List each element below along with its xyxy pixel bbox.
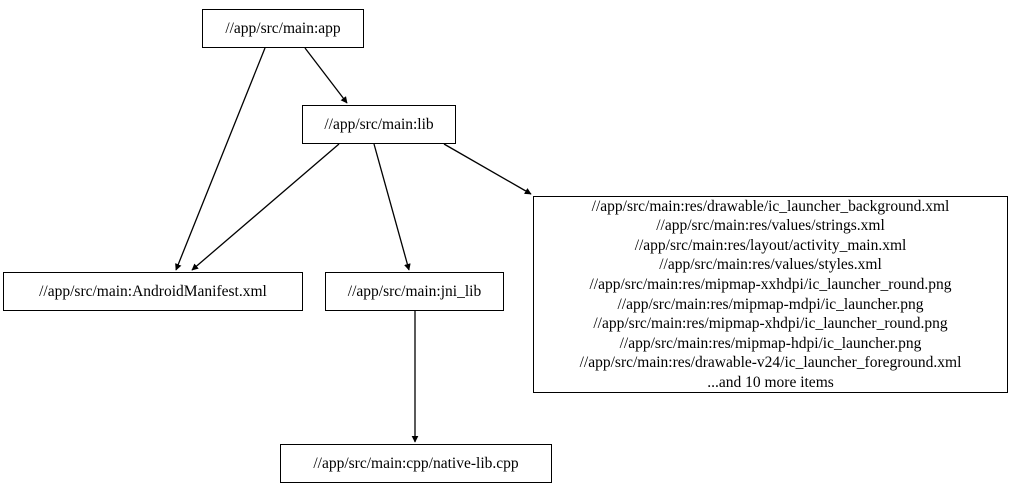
- graph-node-native-lib[interactable]: //app/src/main:cpp/native-lib.cpp: [280, 444, 552, 483]
- graph-edge-app-to-android_manifest: [175, 47, 266, 271]
- graph-edge-app-to-lib: [304, 47, 348, 104]
- graph-node-android-manifest-label: //app/src/main:AndroidManifest.xml: [39, 282, 267, 300]
- graph-edges: [175, 47, 532, 443]
- graph-node-android-manifest[interactable]: //app/src/main:AndroidManifest.xml: [3, 272, 303, 311]
- graph-edge-lib-to-jni_lib: [373, 143, 411, 271]
- graph-node-jni-lib-label: //app/src/main:jni_lib: [347, 282, 482, 300]
- graph-node-lib-label: //app/src/main:lib: [324, 115, 434, 133]
- graph-node-app-label: //app/src/main:app: [225, 19, 341, 37]
- graph-node-app[interactable]: //app/src/main:app: [202, 9, 364, 48]
- graph-node-lib[interactable]: //app/src/main:lib: [302, 105, 456, 144]
- graph-edge-lib-to-res_group: [443, 143, 532, 195]
- graph-edge-lib-to-android_manifest: [191, 143, 340, 271]
- graph-node-res-group-label: //app/src/main:res/drawable/ic_launcher_…: [579, 197, 962, 391]
- graph-node-jni-lib[interactable]: //app/src/main:jni_lib: [325, 272, 504, 311]
- graph-node-res-group[interactable]: //app/src/main:res/drawable/ic_launcher_…: [533, 196, 1008, 393]
- graph-node-native-lib-label: //app/src/main:cpp/native-lib.cpp: [313, 454, 519, 472]
